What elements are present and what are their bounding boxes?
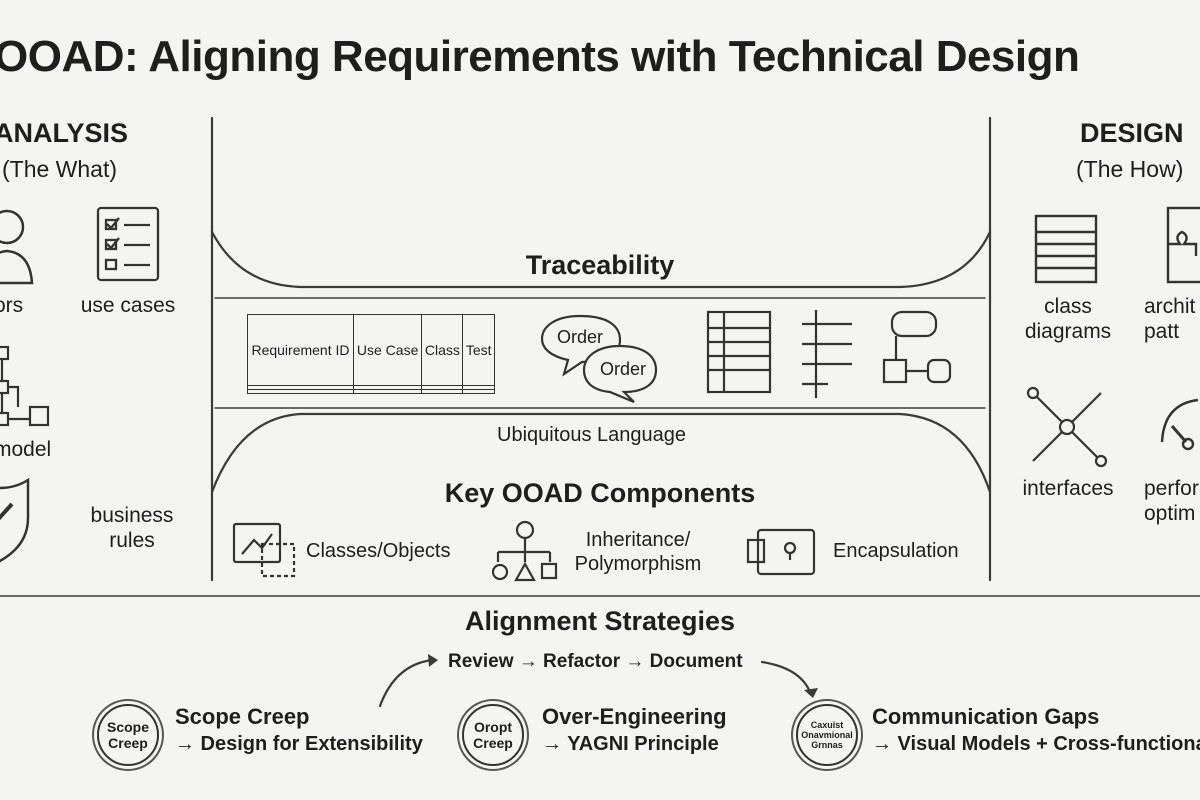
analysis-item-business-rules: business rules (90, 504, 174, 552)
strategy-solution-scope-creep: → Design for Extensibility (175, 733, 423, 755)
table-header: Use Case (352, 314, 423, 386)
puzzle-icon (1166, 206, 1200, 284)
strategy-title-communication-gaps: Communication Gaps (872, 704, 1100, 729)
design-item-performance-optimization: perfor optim (1144, 477, 1199, 525)
traceability-table: Requirement ID Use Case Class Test (247, 314, 495, 395)
gauge-icon (1160, 398, 1199, 451)
strategies-heading: Alignment Strategies (464, 606, 736, 636)
checklist-icon (96, 206, 160, 282)
actor-icon (0, 209, 34, 285)
design-heading: DESIGN (1080, 118, 1184, 148)
table-header: Class (421, 314, 464, 386)
lock-box-icon (746, 528, 816, 576)
strategy-title-scope-creep: Scope Creep (175, 704, 310, 729)
strategy-solution-over-engineering: → YAGNI Principle (542, 733, 719, 755)
strategy-solution-communication-gaps: → Visual Models + Cross-functional (872, 733, 1200, 755)
over-engineering-seal-icon: Oropt Creep (462, 704, 524, 766)
domain-model-icon (0, 345, 50, 427)
analysis-heading: ANALYSIS (0, 118, 129, 148)
component-encapsulation: Encapsulation (833, 540, 959, 562)
components-heading: Key OOAD Components (444, 478, 756, 508)
design-subheading: (The How) (1076, 156, 1184, 182)
design-item-class-diagrams: class diagrams (1024, 295, 1112, 343)
bubble-text-2: Order (600, 359, 647, 379)
table-header: Test (462, 314, 495, 386)
strategy-flow: Review → Refactor → Document (448, 651, 743, 672)
design-item-architecture-patterns: archit patt (1144, 295, 1196, 343)
class-diagram-icon (1034, 214, 1098, 284)
speech-bubbles-icon (540, 314, 658, 404)
analysis-item-actors: ors (0, 294, 24, 317)
analysis-item-model: model (0, 438, 52, 461)
flowchart-icon (882, 310, 952, 384)
analysis-item-use-cases: use cases (80, 294, 176, 317)
shield-icon (0, 478, 30, 563)
bubble-text-1: Order (557, 327, 604, 347)
component-inheritance-polymorphism: Inheritance/ Polymorphism (574, 529, 702, 575)
scope-creep-seal-icon: Scope Creep (97, 704, 159, 766)
traceability-heading: Traceability (525, 250, 675, 280)
table-header: Requirement ID (247, 314, 354, 386)
component-classes-objects: Classes/Objects (306, 540, 451, 562)
analysis-subheading: (The What) (2, 156, 118, 182)
design-item-interfaces: interfaces (1022, 477, 1114, 500)
communication-gaps-seal-icon: Caxuist Onavmional Grnnas (796, 704, 858, 766)
document-grid-icon (706, 310, 772, 394)
interface-node-icon (1026, 386, 1108, 468)
classes-objects-icon (232, 522, 296, 578)
ubiquitous-language-label: Ubiquitous Language (497, 424, 687, 446)
strategy-title-over-engineering: Over-Engineering (542, 704, 727, 729)
hierarchy-icon (492, 520, 558, 582)
timeline-icon (802, 310, 852, 398)
